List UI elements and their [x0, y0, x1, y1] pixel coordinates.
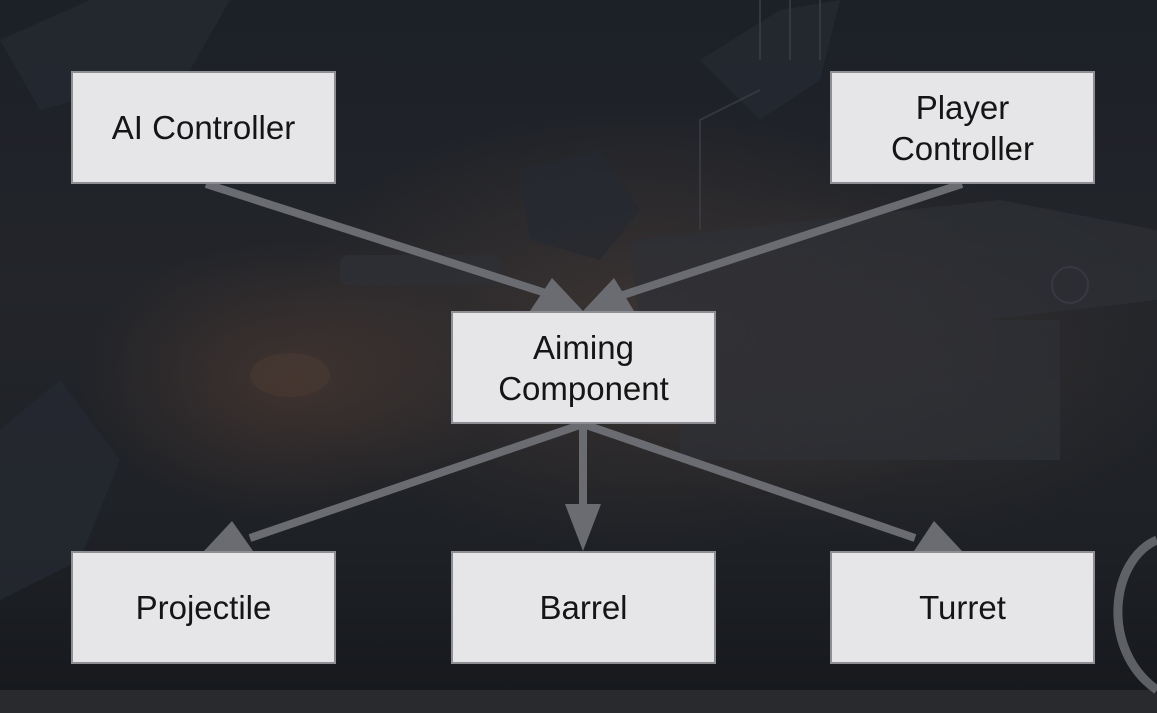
node-ai-controller: AI Controller	[71, 71, 336, 184]
node-player-controller: Player Controller	[830, 71, 1095, 184]
node-projectile: Projectile	[71, 551, 336, 664]
node-barrel: Barrel	[451, 551, 716, 664]
node-turret: Turret	[830, 551, 1095, 664]
node-aiming-component: Aiming Component	[451, 311, 716, 424]
